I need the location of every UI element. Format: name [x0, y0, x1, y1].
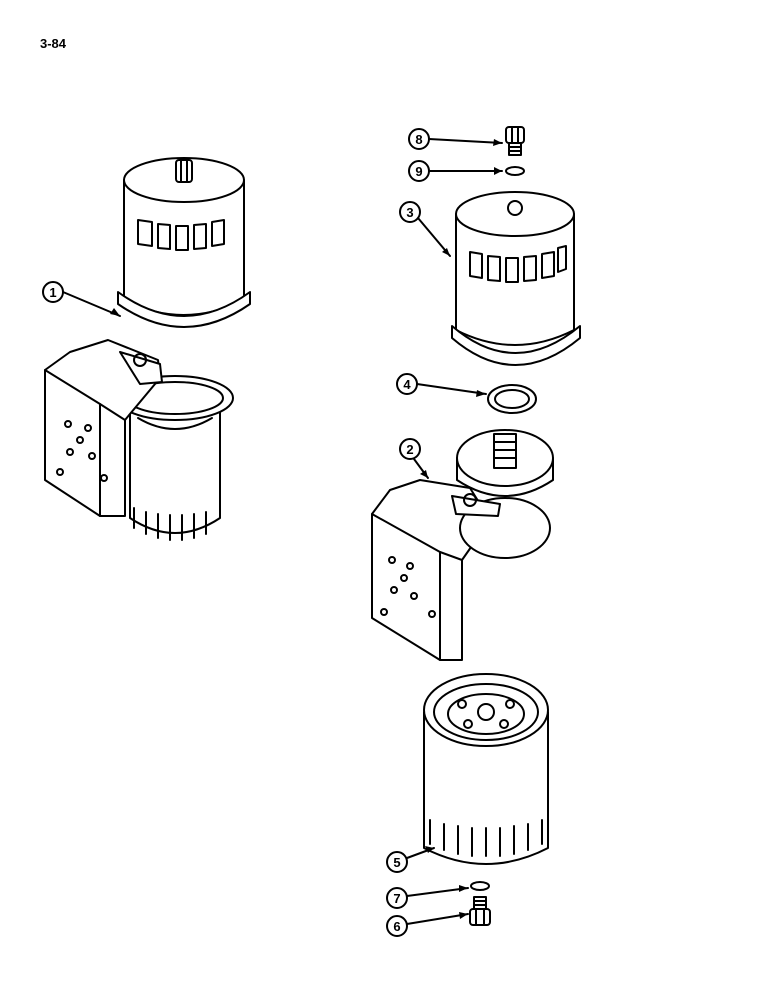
- upper-filter-canister: [451, 191, 581, 366]
- assembled-filter-assembly: [44, 157, 251, 541]
- callout-1: 1: [42, 281, 121, 317]
- svg-text:1: 1: [49, 285, 56, 300]
- callout-3: 3: [399, 201, 451, 257]
- callout-8: 8: [408, 128, 503, 150]
- svg-text:4: 4: [403, 377, 411, 392]
- svg-text:6: 6: [393, 919, 400, 934]
- filter-head-bracket: [371, 429, 554, 661]
- assembled-upper-canister: [117, 157, 251, 328]
- vent-washer: [505, 166, 525, 176]
- vent-plug: [505, 126, 525, 156]
- svg-text:8: 8: [415, 132, 422, 147]
- callout-6: 6: [386, 913, 469, 937]
- seal-ring: [487, 384, 537, 414]
- page-number: 3-84: [40, 36, 67, 51]
- callout-4: 4: [396, 373, 487, 395]
- callout-5: 5: [386, 847, 435, 873]
- svg-text:7: 7: [393, 891, 400, 906]
- drain-plug: [469, 896, 491, 926]
- svg-text:5: 5: [393, 855, 400, 870]
- lower-filter-canister: [423, 673, 549, 865]
- callout-7: 7: [386, 887, 469, 909]
- assembled-bracket: [44, 339, 163, 517]
- drain-washer: [470, 881, 490, 891]
- svg-text:9: 9: [415, 164, 422, 179]
- callout-9: 9: [408, 160, 503, 182]
- svg-text:2: 2: [406, 442, 413, 457]
- svg-text:3: 3: [406, 205, 413, 220]
- leader-arrowheads: [110, 139, 502, 919]
- assembled-lower-canister: [116, 375, 234, 541]
